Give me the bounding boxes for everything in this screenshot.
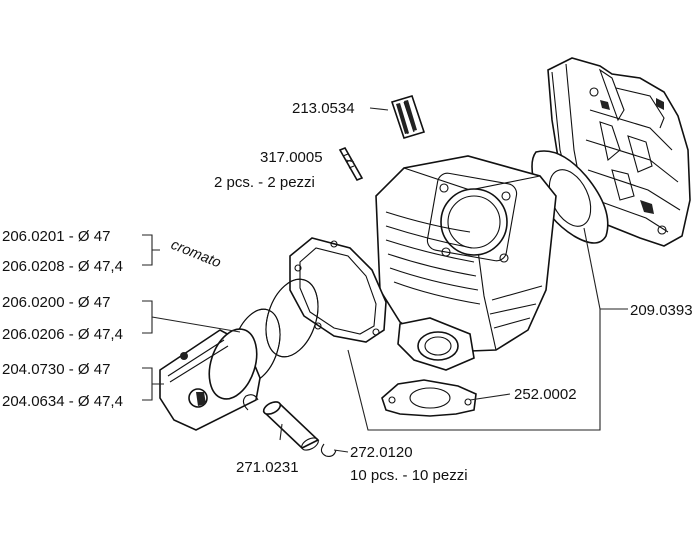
label-213-0534: 213.0534 — [292, 100, 355, 117]
label-206-0201: 206.0201 - Ø 47 — [2, 228, 110, 245]
intake-gasket-icon — [381, 379, 477, 417]
label-206-0200: 206.0200 - Ø 47 — [2, 294, 110, 311]
label-206-0206: 206.0206 - Ø 47,4 — [2, 326, 123, 343]
label-cromato: cromato — [169, 237, 224, 271]
piston-icon — [159, 328, 261, 431]
label-clips-quantity: 10 pcs. - 10 pezzi — [350, 467, 468, 484]
label-206-0208: 206.0208 - Ø 47,4 — [2, 258, 123, 275]
label-252-0002: 252.0002 — [514, 386, 577, 403]
label-272-0120: 272.0120 — [350, 444, 413, 461]
stud-icon — [338, 146, 364, 182]
label-204-0730: 204.0730 - Ø 47 — [2, 361, 110, 378]
label-209-0393: 209.0393 — [630, 302, 693, 319]
cylinder-icon — [375, 155, 557, 371]
leader-lines — [142, 107, 628, 453]
label-stud-quantity: 2 pcs. - 2 pezzi — [214, 174, 315, 191]
base-gasket-icon — [289, 237, 387, 343]
label-204-0634: 204.0634 - Ø 47,4 — [2, 393, 123, 410]
piston-pin-icon — [262, 401, 320, 451]
reed-valve-icon — [390, 95, 426, 139]
circlip-icon — [242, 394, 337, 457]
label-271-0231: 271.0231 — [236, 459, 299, 476]
label-317-0005: 317.0005 — [260, 149, 323, 166]
